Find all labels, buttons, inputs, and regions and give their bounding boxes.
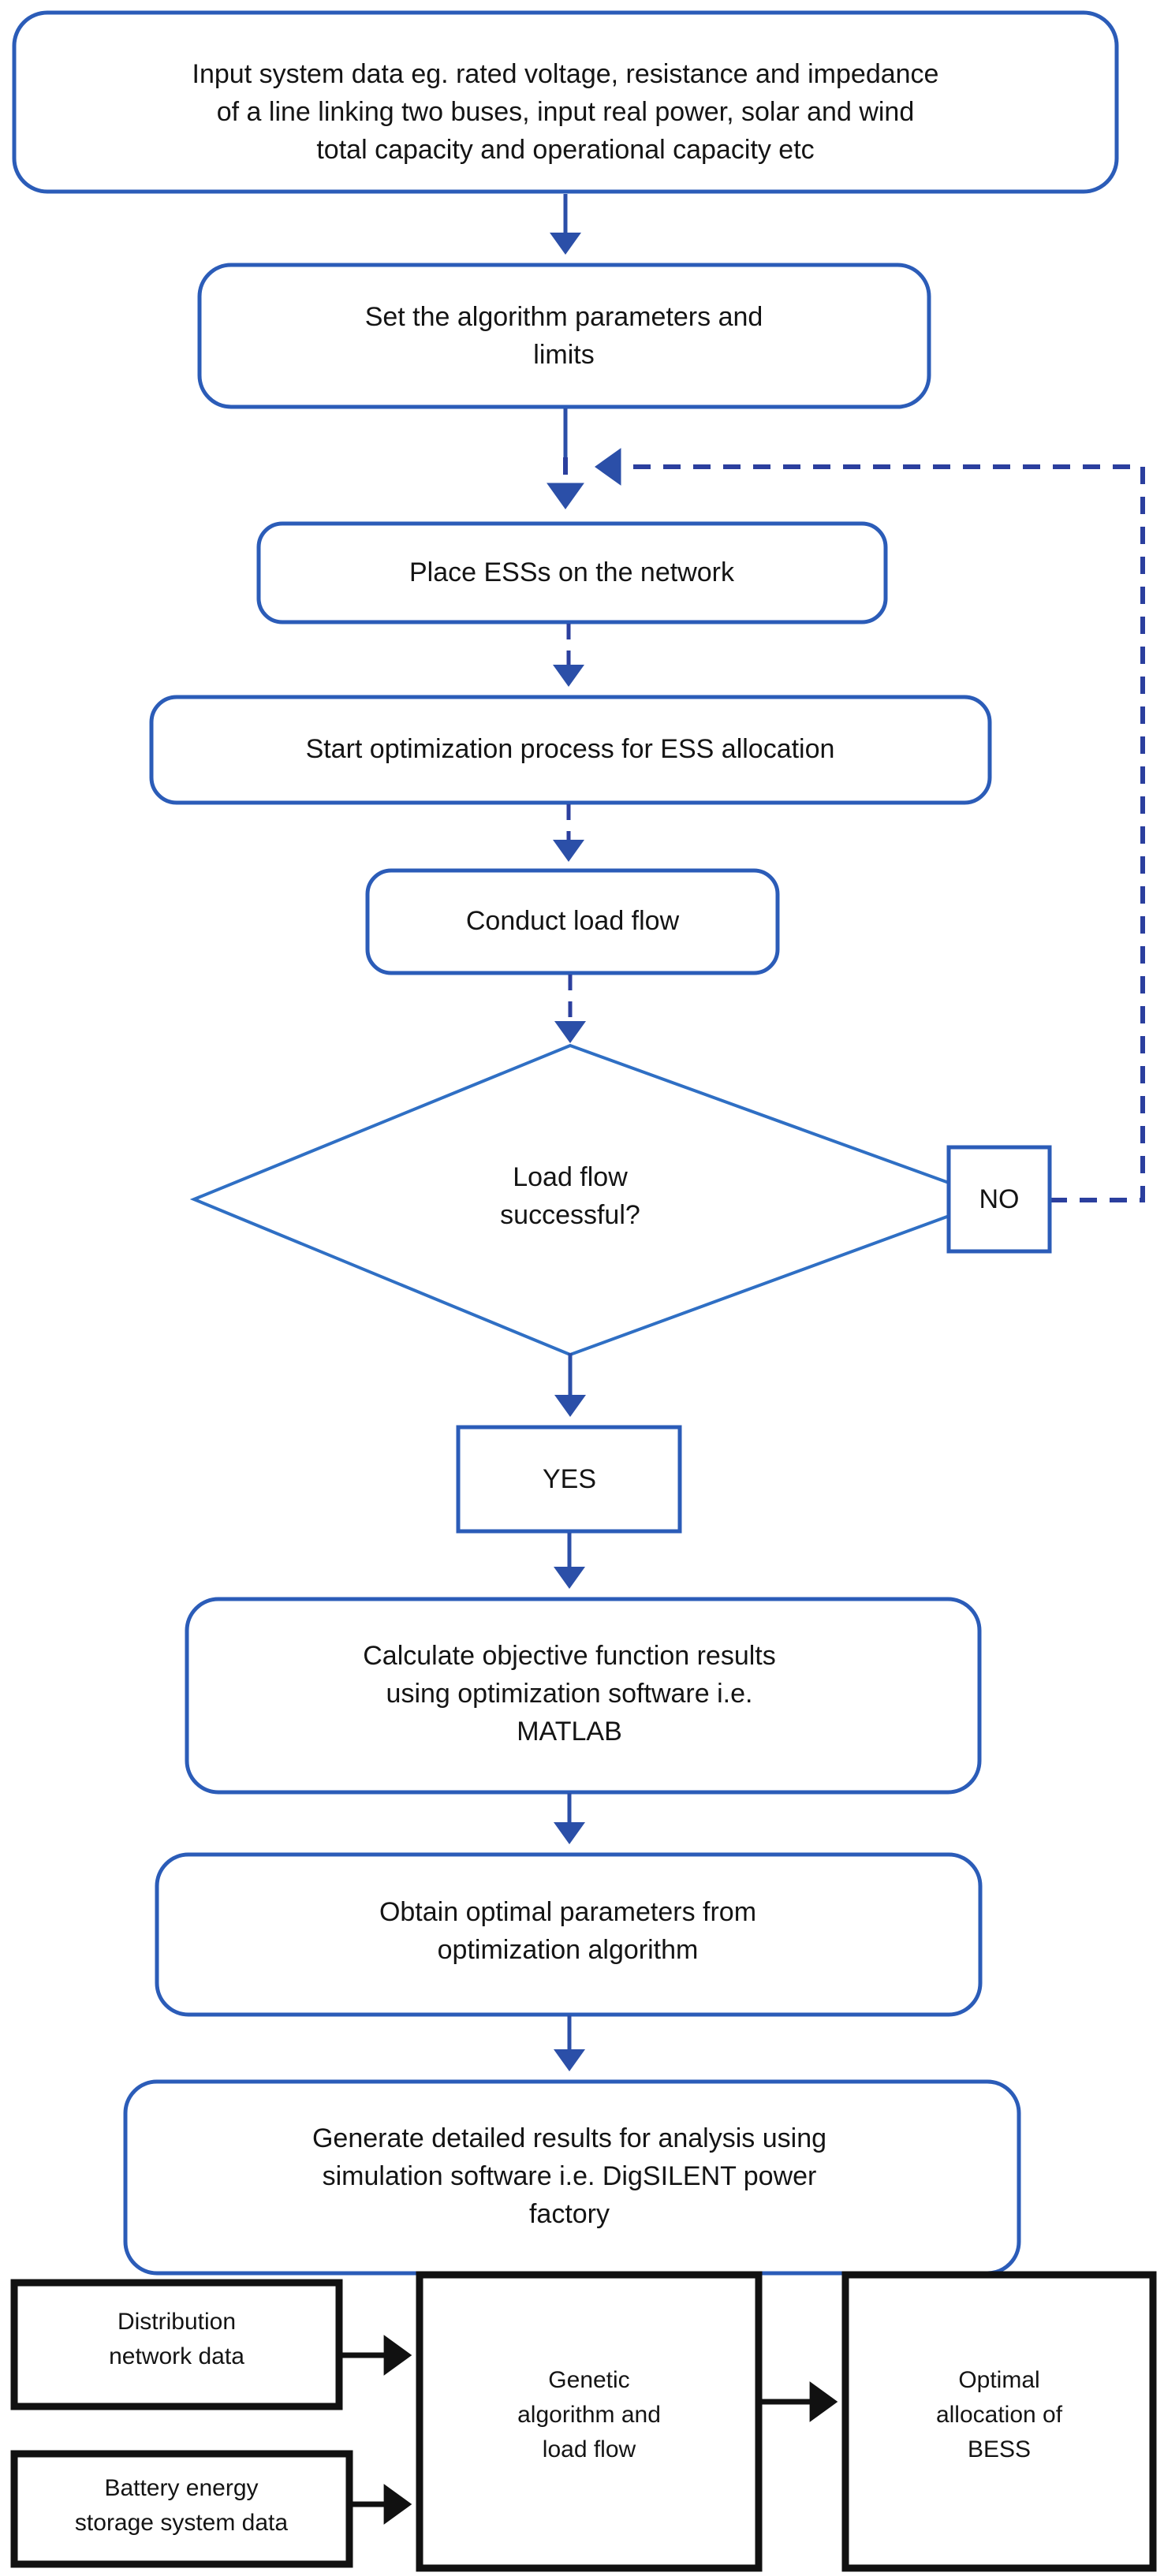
set-algorithm-parameters-line-2: limits [533,340,594,370]
calculate-objective-function-box[interactable] [185,1597,982,1795]
node-yes-branch[interactable]: YES [456,1425,682,1534]
node-calculate-objective-function[interactable]: Calculate objective function results usi… [185,1597,982,1795]
input-system-data-line-2: of a line linking two buses, input real … [217,97,915,127]
optimal-allocation-line-3: BESS [968,2436,1031,2462]
input-system-data-box[interactable] [12,10,1119,194]
place-esss-box[interactable] [256,521,888,624]
generate-detailed-results-line-2: simulation software i.e. DigSILENT power [323,2161,817,2191]
optimal-allocation-line-2: allocation of [936,2402,1063,2428]
input-system-data-line-1: Input system data eg. rated voltage, res… [192,59,939,89]
conduct-load-flow-label: Conduct load flow [466,906,680,936]
no-branch-box[interactable] [946,1145,1052,1254]
node-start-optimization[interactable]: Start optimization process for ESS alloc… [149,695,992,805]
genetic-algorithm-and-load-flow-box[interactable] [416,2271,763,2572]
battery-energy-storage-system-data-line-2: storage system data [75,2510,288,2536]
node-optimal-allocation-of-bess[interactable]: Optimal allocation of BESS [841,2271,1157,2572]
genetic-algorithm-line-1: Genetic [548,2367,629,2393]
distribution-network-data-box[interactable] [10,2279,343,2410]
set-algorithm-parameters-line-1: Set the algorithm parameters and [365,302,763,332]
distribution-network-data-line-1: Distribution [118,2309,236,2335]
calculate-objective-function-line-3: MATLAB [517,1717,622,1747]
distribution-network-data-line-2: network data [109,2343,244,2369]
node-place-esss[interactable]: Place ESSs on the network [256,521,888,624]
generate-detailed-results-line-3: factory [529,2199,610,2229]
load-flow-decision-line-1: Load flow [513,1162,628,1192]
node-generate-detailed-results[interactable]: Generate detailed results for analysis u… [123,2079,1021,2276]
place-esss-label: Place ESSs on the network [409,557,735,587]
battery-energy-storage-system-data-line-1: Battery energy [104,2475,258,2501]
yes-branch-box[interactable] [456,1425,682,1534]
input-system-data-line-3: total capacity and operational capacity … [316,135,814,165]
obtain-optimal-parameters-line-1: Obtain optimal parameters from [379,1897,756,1927]
node-set-algorithm-parameters[interactable]: Set the algorithm parameters and limits [197,263,931,409]
start-optimization-label: Start optimization process for ESS alloc… [306,734,835,764]
load-flow-decision-line-2: successful? [500,1200,640,1230]
genetic-algorithm-line-2: algorithm and [517,2402,661,2428]
node-distribution-network-data[interactable]: Distribution network data [10,2279,343,2410]
node-battery-energy-storage-system-data[interactable]: Battery energy storage system data [10,2450,353,2568]
yes-branch-label: YES [543,1464,596,1494]
set-algorithm-parameters-box[interactable] [197,263,931,409]
node-no-branch[interactable]: NO [946,1145,1052,1254]
obtain-optimal-parameters-line-2: optimization algorithm [438,1935,699,1965]
start-optimization-box[interactable] [149,695,992,805]
generate-detailed-results-line-1: Generate detailed results for analysis u… [312,2123,826,2153]
optimal-allocation-of-bess-box[interactable] [841,2271,1157,2572]
node-input-system-data[interactable]: Input system data eg. rated voltage, res… [12,10,1119,194]
node-genetic-algorithm-and-load-flow[interactable]: Genetic algorithm and load flow [416,2271,763,2572]
node-conduct-load-flow[interactable]: Conduct load flow [365,868,780,975]
edge-feedback-loop-no-to-place-esss [594,448,1145,1202]
obtain-optimal-parameters-box[interactable] [155,1852,983,2017]
node-load-flow-decision[interactable]: Load flow successful? [189,1043,999,1357]
node-obtain-optimal-parameters[interactable]: Obtain optimal parameters from optimizat… [155,1852,983,2017]
no-branch-label: NO [979,1184,1020,1214]
calculate-objective-function-line-1: Calculate objective function results [363,1641,776,1671]
conduct-load-flow-box[interactable] [365,868,780,975]
battery-energy-storage-system-data-box[interactable] [10,2450,353,2568]
optimal-allocation-line-1: Optimal [958,2367,1039,2393]
genetic-algorithm-line-3: load flow [543,2436,636,2462]
calculate-objective-function-line-2: using optimization software i.e. [386,1679,753,1709]
